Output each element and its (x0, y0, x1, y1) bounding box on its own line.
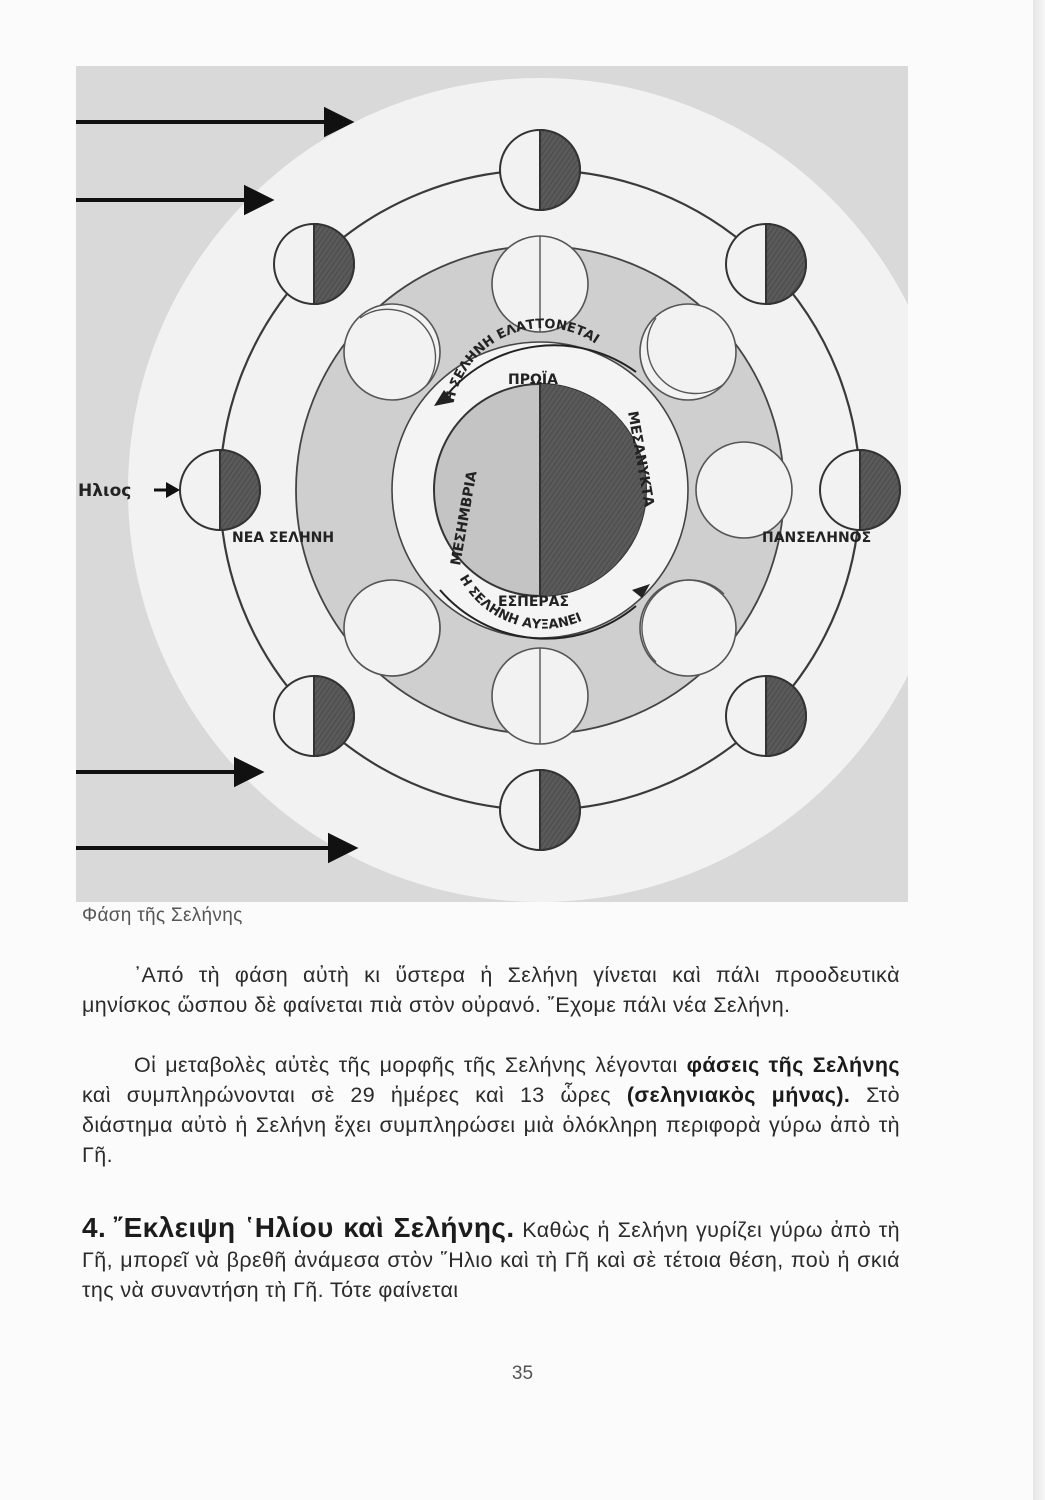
paragraph-2: Οἱ μεταβολὲς αὐτὲς τῆς μορφῆς τῆς Σελήνη… (82, 1050, 900, 1170)
term-moon-phases: φάσεις τῆς Σελήνης (687, 1053, 900, 1077)
paragraph-1: ᾿Από τὴ φάση αὐτὴ κι ὕστερα ἡ Σελήνη γίν… (82, 960, 900, 1020)
page-number: 35 (0, 1363, 1045, 1385)
paragraph-2-text: Οἱ μεταβολὲς αὐτὲς τῆς μορφῆς τῆς Σελήνη… (134, 1053, 687, 1077)
figure-caption: Φάση τῆς Σελήνης (82, 905, 243, 927)
sun-label: Ηλιος (78, 481, 131, 501)
morning-label: ΠΡΩΪΑ (508, 371, 558, 388)
section-number: 4. (82, 1212, 106, 1243)
section-4: 4. ῎Εκλειψη ῾Ηλίου καὶ Σελήνης. Καθὼς ἡ … (82, 1213, 900, 1305)
paragraph-2-text: καὶ συμπληρώνονται σὲ 29 ἡμέρες καὶ 13 ὧ… (82, 1083, 627, 1107)
evening-label: ΕΣΠΕΡΑΣ (498, 594, 569, 610)
full-moon-label: ΠΑΝΣΕΛΗΝΟΣ (762, 530, 871, 546)
new-moon-label: ΝΕΑ ΣΕΛΗΝΗ (232, 530, 334, 546)
term-lunar-month: (σεληνιακὸς μήνας). (627, 1083, 850, 1107)
moon-phases-figure: Ηλιος ΝΕΑ ΣΕΛΗΝΗ ΠΑΝΣΕΛΗΝΟΣ ΠΡΩΪΑ ΕΣΠΕΡΑ… (76, 66, 908, 902)
page-edge (1033, 0, 1045, 1500)
section-title: ῎Εκλειψη ῾Ηλίου καὶ Σελήνης. (114, 1212, 515, 1243)
